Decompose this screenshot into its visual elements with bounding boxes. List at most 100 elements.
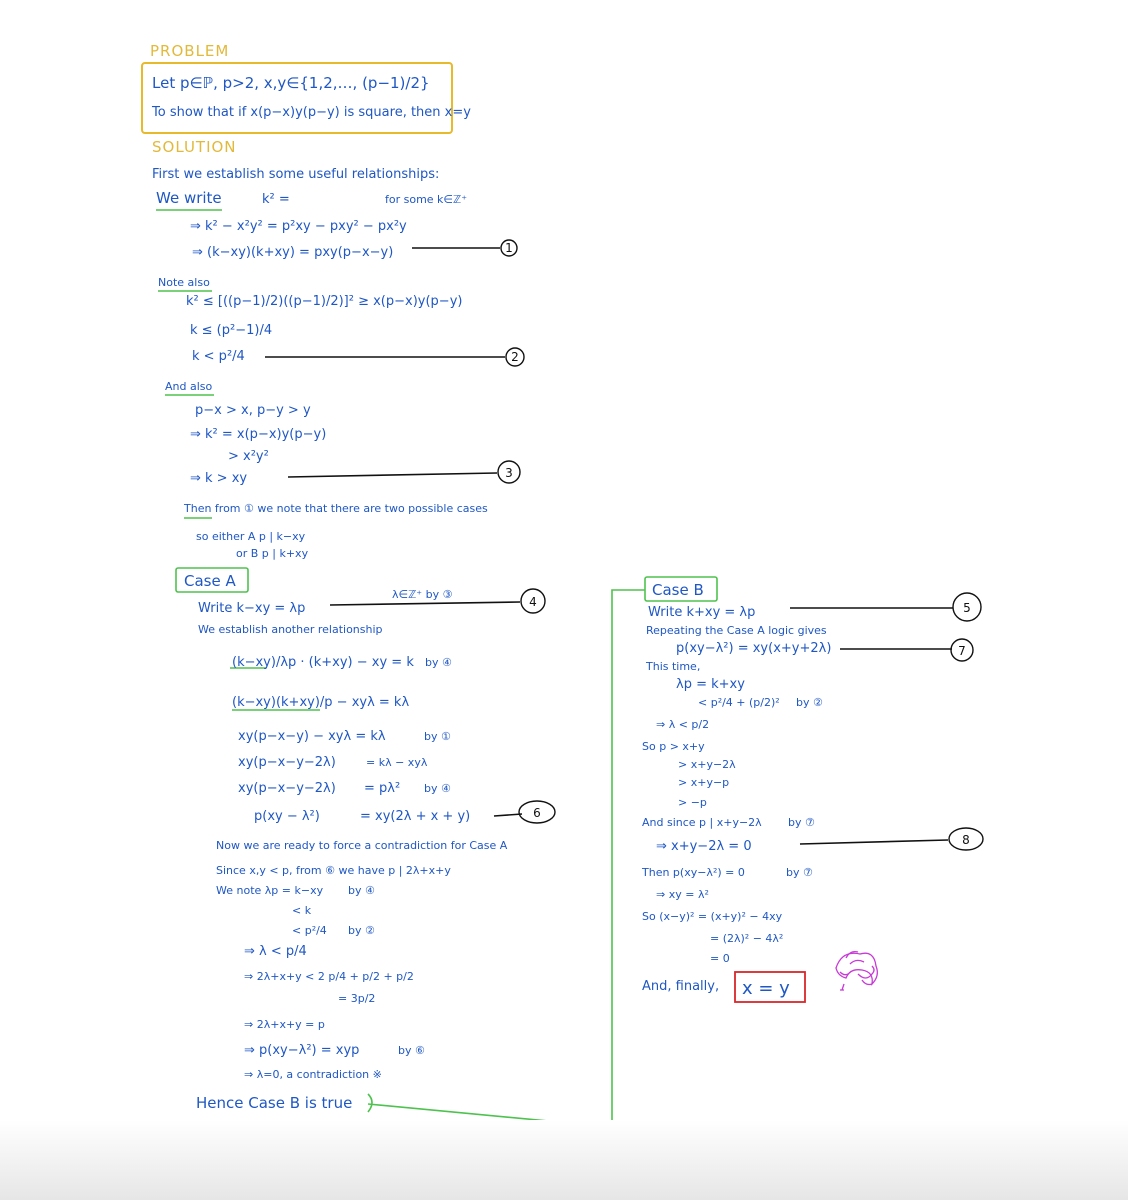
marker-6-label: 6	[533, 806, 541, 820]
marker-8-label: 8	[962, 833, 970, 847]
a-line-1: (k−xy)/λp · (k+xy) − xy = k	[232, 655, 414, 670]
we-write-label: We write	[156, 189, 222, 207]
a-line-5: xy(p−x−y−2λ)	[238, 781, 336, 796]
eq-1: ⇒ (k−xy)(k+xy) = pxy(p−x−y)	[192, 245, 393, 260]
marker-1	[500, 239, 518, 257]
k-le: k ≤ (p²−1)/4	[190, 323, 272, 338]
solution-heading: SOLUTION	[152, 138, 237, 156]
for-some-k: for some k∈ℤ⁺	[385, 193, 467, 206]
lambda-note: λ∈ℤ⁺ by ③	[392, 588, 453, 601]
case-a-label: Case A	[184, 572, 236, 590]
marker-4	[520, 588, 546, 614]
marker-2-label: 2	[511, 350, 519, 364]
eq-8-arrow	[799, 839, 949, 845]
a-line-6-rhs: = xy(2λ + x + y)	[360, 809, 470, 824]
marker-2	[505, 347, 525, 367]
marker-6	[518, 800, 556, 824]
marker-7-label: 7	[958, 644, 966, 658]
establish: We establish another relationship	[198, 623, 383, 636]
a-line-1-ref: by ④	[425, 656, 452, 669]
case-a-write: Write k−xy = λp	[198, 601, 305, 616]
marker-1-label: 1	[505, 241, 513, 255]
lambda-zero: ⇒ λ=0, a contradiction ※	[244, 1068, 382, 1081]
case-b-label: Case B	[652, 581, 704, 599]
zero-eq: ⇒ x+y−2λ = 0	[656, 839, 752, 854]
doodle-figure	[835, 950, 878, 991]
case-a-box	[175, 567, 249, 593]
xy-eq: ⇒ xy = λ²	[656, 888, 709, 901]
marker-3	[497, 460, 521, 484]
since-xy: Since x,y < p, from ⑥ we have p | 2λ+x+y	[216, 864, 451, 877]
eq-6-arrow	[493, 813, 523, 817]
square-3: = 0	[710, 952, 730, 965]
ineq-2: > x+y−p	[678, 776, 729, 789]
repeat-eq: p(xy−λ²) = xy(x+y+2λ)	[676, 641, 831, 656]
p-eq: ⇒ p(xy−λ²) = xyp	[244, 1043, 359, 1058]
then-p-ref: by ⑦	[786, 866, 813, 879]
and-since: And since p | x+y−2λ	[642, 816, 762, 829]
repeat-logic: Repeating the Case A logic gives	[646, 624, 827, 637]
k-gt-xy: ⇒ k > xy	[190, 471, 247, 486]
bottom-fade	[0, 1120, 1128, 1200]
k-squared-eq: k² =	[262, 192, 290, 207]
a-line-2: (k−xy)(k+xy)/p − xyλ = kλ	[232, 695, 409, 710]
case-b-box	[644, 576, 718, 602]
marker-4-label: 4	[529, 595, 537, 609]
sum-lt: ⇒ 2λ+x+y < 2 p/4 + p/2 + p/2	[244, 970, 414, 983]
and-also-label: And also	[165, 380, 213, 393]
k2-eq: ⇒ k² = x(p−x)y(p−y)	[190, 427, 326, 442]
a-line-5-ref: by ④	[424, 782, 451, 795]
ineq-3: > −p	[678, 796, 707, 809]
problem-box	[141, 62, 453, 134]
lam-lt-b: ⇒ λ < p/2	[656, 718, 709, 731]
px-gt: p−x > x, p−y > y	[195, 403, 311, 418]
a-line-3-ref: by ①	[424, 730, 451, 743]
a-line-4-rhs: = kλ − xyλ	[366, 756, 428, 769]
this-time: This time,	[645, 660, 700, 673]
marker-7	[950, 638, 974, 662]
k-lt: k < p²/4	[192, 349, 245, 364]
note-also-label: Note also	[158, 276, 210, 289]
lt-p2-ref: by ②	[348, 924, 375, 937]
k-bound: k² ≤ [((p−1)/2)((p−1)/2)]² ≥ x(p−x)y(p−y…	[186, 294, 462, 309]
eq-3-arrow	[287, 472, 498, 478]
sum-eq: ⇒ 2λ+x+y = p	[244, 1018, 325, 1031]
so-square: So (x−y)² = (x+y)² − 4xy	[642, 910, 783, 923]
marker-3-label: 3	[505, 466, 513, 480]
lt-p2: < p²/4	[292, 924, 327, 937]
a-line-5-rhs: = pλ²	[364, 781, 400, 796]
a-line-4: xy(p−x−y−2λ)	[238, 755, 336, 770]
and-finally: And, finally,	[642, 979, 719, 994]
eq-3p2: = 3p/2	[338, 992, 375, 1005]
lp-eq: λp = k+xy	[676, 677, 745, 692]
marker-8	[948, 827, 984, 851]
lp-lt-ref: by ②	[796, 696, 823, 709]
now-ready: Now we are ready to force a contradictio…	[216, 839, 508, 852]
gt-x2y2: > x²y²	[228, 449, 269, 464]
hence-case-b: Hence Case B is true	[196, 1094, 352, 1112]
then-from: Then from ① we note that there are two p…	[183, 502, 488, 515]
or-b: or B p | k+xy	[236, 547, 309, 560]
lam-lt-a: ⇒ λ < p/4	[244, 944, 307, 959]
we-note-ref: by ④	[348, 884, 375, 897]
marker-5-label: 5	[963, 601, 971, 615]
problem-line-1: Let p∈ℙ, p>2, x,y∈{1,2,…, (p−1)/2}	[152, 74, 430, 92]
eq-4-arrow	[329, 601, 521, 606]
a-line-3: xy(p−x−y) − xyλ = kλ	[238, 729, 386, 744]
and-since-ref: by ⑦	[788, 816, 815, 829]
lp-lt: < p²/4 + (p/2)²	[698, 696, 780, 709]
lt-k: < k	[292, 904, 312, 917]
we-note: We note λp = k−xy	[216, 884, 324, 897]
case-connector	[367, 589, 645, 1128]
so-p: So p > x+y	[642, 740, 705, 753]
answer-box	[734, 971, 806, 1003]
answer: x = y	[742, 978, 790, 999]
a-line-6: p(xy − λ²)	[254, 809, 320, 824]
square-2: = (2λ)² − 4λ²	[710, 932, 783, 945]
either-a: so either A p | k−xy	[196, 530, 306, 543]
solution-intro: First we establish some useful relations…	[152, 167, 439, 182]
then-p: Then p(xy−λ²) = 0	[641, 866, 745, 879]
problem-heading: PROBLEM	[150, 42, 229, 60]
ineq-1: > x+y−2λ	[678, 758, 736, 771]
